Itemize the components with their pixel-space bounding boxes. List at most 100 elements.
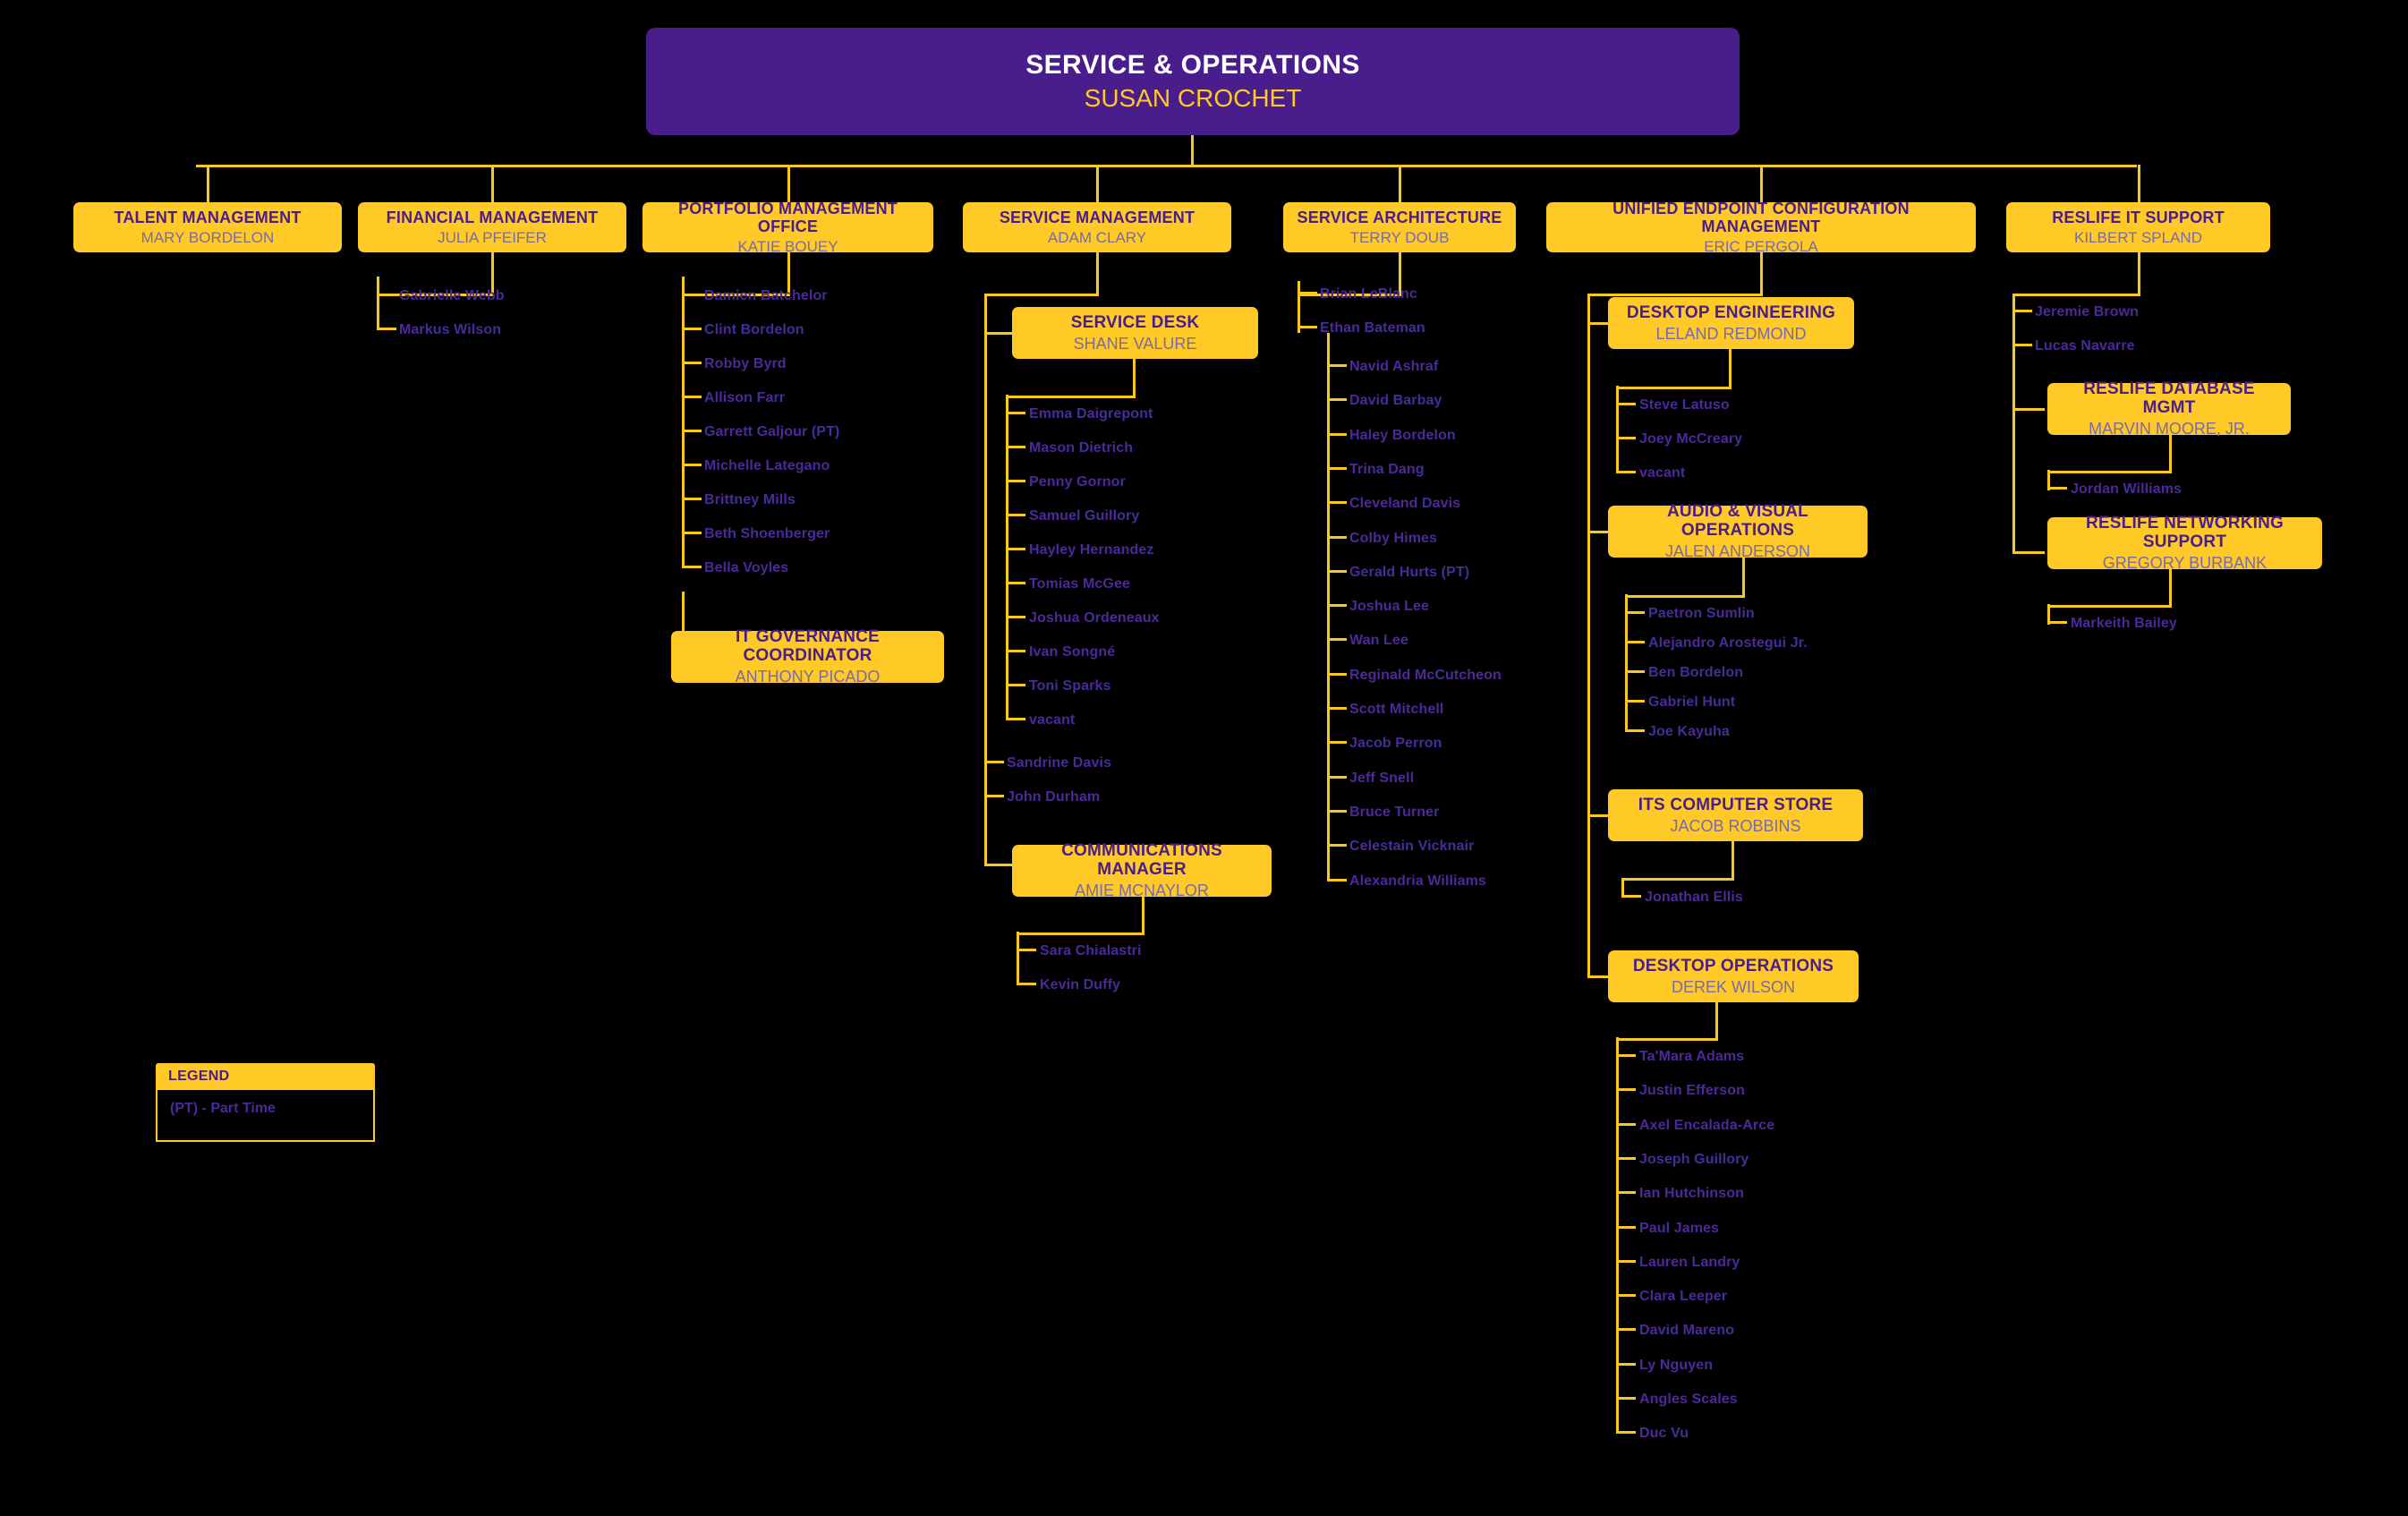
connector-line-vertical [1399,165,1401,202]
node-person-name: SHANE VALURE [1073,334,1197,353]
connector-line-horizontal [984,332,1014,335]
connector-line-horizontal [1616,387,1732,389]
connector-line-vertical [2047,604,2050,624]
staff-name: Gabriel Hunt [1648,694,1736,710]
staff-name: Hayley Hernandez [1029,542,1154,558]
staff-name: Jacob Perron [1349,736,1442,751]
connector-line-vertical [1760,165,1763,202]
staff-name: Haley Bordelon [1349,428,1456,443]
staff-name: Sandrine Davis [1007,755,1112,771]
connector-line-horizontal [1625,611,1645,614]
connector-line-vertical [1621,878,1624,898]
connector-line-horizontal [2047,471,2172,473]
connector-line-horizontal [1006,684,1025,686]
connector-line-horizontal [1006,548,1025,550]
connector-line-horizontal [682,396,702,398]
connector-line-vertical [1399,252,1401,294]
connector-line-horizontal [1625,595,1745,598]
node-person-name: ADAM CLARY [1047,228,1147,246]
staff-name: Robby Byrd [704,356,787,371]
staff-name: Damien Batchelor [704,288,828,303]
connector-line-horizontal [1006,718,1025,720]
connector-line-vertical [2138,165,2140,202]
connector-line-horizontal [1616,1362,1636,1366]
connector-line-horizontal [1006,396,1136,398]
staff-name: Mason Dietrich [1029,440,1134,456]
staff-name: Beth Shoenberger [704,526,830,541]
connector-drop [377,294,494,296]
connector-line-horizontal [682,498,702,500]
node-title: PORTFOLIO MANAGEMENT OFFICE [678,199,898,235]
connector-line-horizontal [1006,650,1025,652]
connector-drop [2012,294,2140,296]
connector-line-vertical [2138,252,2140,294]
connector-line-horizontal [1616,1328,1636,1332]
node-title: SERVICE ARCHITECTURE [1297,208,1502,226]
staff-name: Sara Chialastri [1040,943,1142,958]
staff-name: Brittney Mills [704,492,796,507]
connector-line-horizontal [1017,983,1036,985]
node-title: RESLIFE DATABASE MGMT [2083,379,2255,418]
connector-line-horizontal [1017,933,1144,935]
node-unified-endpoint-configuration-management[interactable]: UNIFIED ENDPOINT CONFIGURATION MANAGEMEN… [1546,200,1976,255]
connector-line-vertical [491,165,494,202]
staff-name: Joseph Guillory [1639,1151,1749,1167]
connector-line-vertical [1587,294,1590,975]
staff-name: Alexandria Williams [1349,873,1486,889]
connector-line-horizontal [1327,776,1347,779]
staff-name: Trina Dang [1349,462,1425,477]
connector-line-horizontal [377,328,396,330]
connector-line-vertical [1133,359,1136,396]
connector-line-horizontal [682,362,702,364]
staff-name: Joshua Ordeneaux [1029,610,1160,626]
legend-header: LEGEND [156,1063,375,1090]
connector-line-vertical [491,252,494,294]
staff-name: David Mareno [1639,1323,1735,1339]
node-person-name: MARVIN MOORE, JR. [2089,420,2250,439]
connector-line-horizontal [1616,1038,1718,1041]
staff-name: Garrett Galjour (PT) [704,424,840,439]
connector-line-horizontal [1616,403,1636,405]
connector-drop [1298,294,1401,296]
connector-line-horizontal [1327,879,1347,881]
connector-line-horizontal [2012,551,2045,554]
legend-entry: (PT) - Part Time [170,1101,276,1116]
connector-line-horizontal [2012,344,2032,346]
staff-name: Gerald Hurts (PT) [1349,565,1470,580]
staff-name: John Durham [1007,789,1101,805]
connector-line-horizontal [2012,310,2032,312]
connector-bus-top [196,165,2137,167]
staff-name: Joshua Lee [1349,599,1430,614]
connector-line-vertical [787,165,790,202]
connector-line-horizontal [1625,729,1645,732]
node-title: DESKTOP ENGINEERING [1626,302,1836,322]
node-reslife-database-mgmt[interactable]: RESLIFE DATABASE MGMT MARVIN MOORE, JR. [2047,379,2291,438]
staff-name: Lauren Landry [1639,1254,1740,1270]
staff-name: Joe Kayuha [1648,724,1730,739]
staff-name: Bella Voyles [704,560,789,575]
staff-name: Ben Bordelon [1648,665,1744,680]
staff-name: Toni Sparks [1029,678,1111,694]
node-title: AUDIO & VISUAL OPERATIONS [1667,501,1808,541]
connector-line-horizontal [1616,1431,1636,1435]
connector-line-horizontal [1327,467,1347,470]
staff-name: vacant [1029,712,1076,728]
connector-line-horizontal [2047,605,2172,608]
legend-body: (PT) - Part Time [156,1090,375,1142]
connector-line-vertical [1298,281,1300,333]
